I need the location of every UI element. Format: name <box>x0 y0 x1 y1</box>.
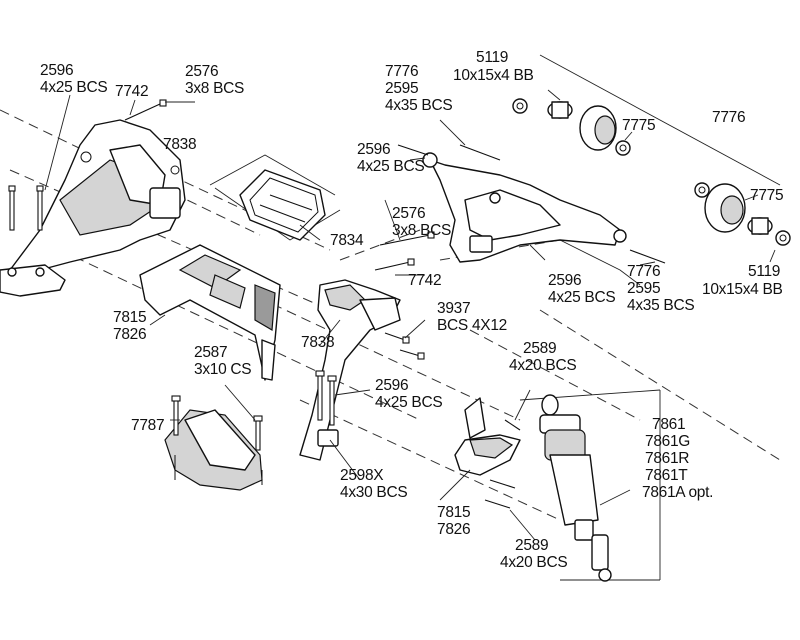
label-7838-mid: 7838 <box>301 334 334 351</box>
label-7838-top: 7838 <box>163 136 196 153</box>
leader-lines <box>149 224 471 501</box>
label-7776-right: 7776 <box>712 109 745 126</box>
label-7834: 7834 <box>330 232 364 249</box>
label-7742-top: 7742 <box>115 83 148 100</box>
upper-suspension-arm <box>397 119 666 266</box>
pulley-assembly-top <box>512 89 633 156</box>
label-7742-mid: 7742 <box>408 272 441 289</box>
skid-plate <box>164 395 263 491</box>
pulley-assembly-right <box>694 182 791 263</box>
label-7787: 7787 <box>131 417 164 434</box>
front-bulkhead-center <box>299 279 401 461</box>
center-screws <box>374 199 435 360</box>
front-plate-right <box>454 389 536 541</box>
body-mount-part <box>239 169 326 241</box>
reference-lines <box>209 54 781 581</box>
front-plate-left <box>139 244 281 381</box>
label-7775-top: 7775 <box>622 117 655 134</box>
left-screws <box>8 94 195 231</box>
shock-absorber <box>539 394 631 582</box>
label-7775-right: 7775 <box>750 187 783 204</box>
front-bulkhead-left <box>0 119 186 297</box>
